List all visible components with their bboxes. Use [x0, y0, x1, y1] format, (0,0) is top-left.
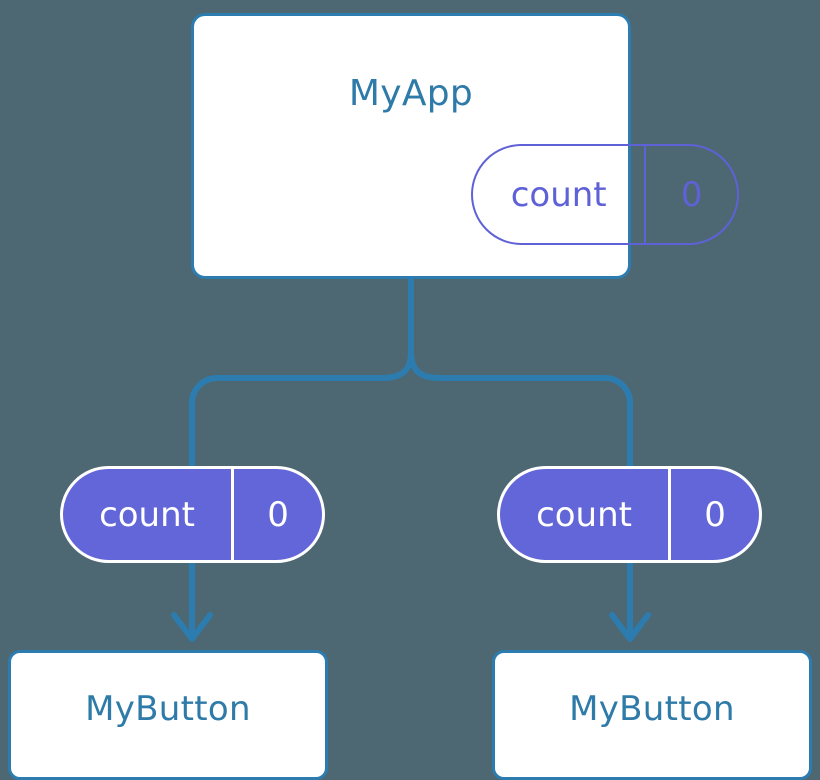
state-pill-right-branch[interactable]: count 0 — [497, 466, 762, 563]
component-card-mybutton-left[interactable]: MyButton — [8, 650, 328, 780]
state-key-label: count — [510, 174, 607, 215]
component-card-mybutton-right[interactable]: MyButton — [492, 650, 812, 780]
component-title-myapp: MyApp — [348, 73, 474, 114]
split-branch-left — [189, 351, 414, 470]
split-branch-right — [408, 351, 633, 470]
arrow-head-left — [171, 612, 213, 642]
arrow-head-right — [609, 612, 651, 642]
state-value-label: 0 — [644, 146, 737, 243]
state-value-label: 0 — [231, 469, 322, 560]
state-key-label: count — [99, 494, 195, 535]
component-title-mybutton: MyButton — [569, 689, 735, 729]
state-pill-left-branch[interactable]: count 0 — [60, 466, 325, 563]
component-title-mybutton: MyButton — [85, 689, 251, 729]
state-value-label: 0 — [668, 469, 759, 560]
state-key-label: count — [536, 494, 632, 535]
state-pill-myapp[interactable]: count 0 — [471, 144, 739, 245]
component-card-myapp[interactable]: MyApp count 0 — [191, 13, 739, 279]
